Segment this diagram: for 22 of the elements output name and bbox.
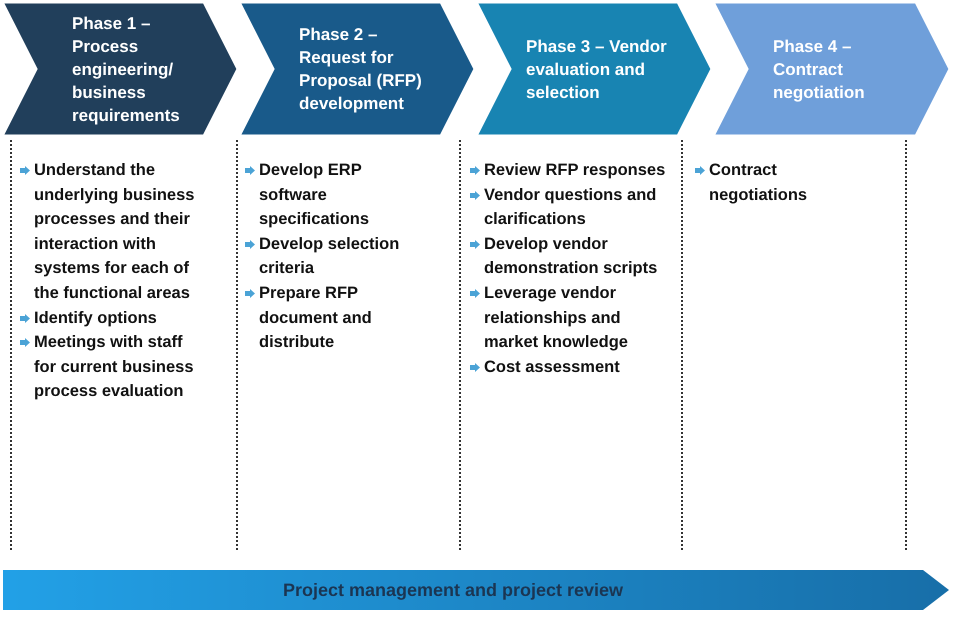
- bullet-text: Review RFP responses: [484, 161, 666, 179]
- phase-title: Phase 4 – Contract negotiation: [773, 36, 866, 104]
- phase-title: Phase 1 – Process engineering/ business requirements: [72, 12, 181, 126]
- phase-header: [713, 2, 950, 136]
- bullet-text: Leverage vendor relationships and market knowledge: [484, 284, 628, 352]
- phase-header: [476, 2, 712, 136]
- bullet-text: Vendor questions and clarifications: [484, 186, 656, 228]
- bullet-text: Identify options: [34, 308, 157, 327]
- phase-header: [2, 2, 238, 136]
- band-title: Project management and project review: [282, 580, 624, 600]
- phase-header: [239, 2, 475, 136]
- bullet-text: Prepare RFP document and distribute: [259, 284, 372, 352]
- timeline-arrow-band: [3, 570, 951, 610]
- bullet-text: Develop vendor demonstration scripts: [484, 234, 658, 278]
- bullet-text: Meetings with staff for current business process evaluation: [34, 333, 194, 400]
- phase-title: Phase 3 – Vendor evaluation and selection: [526, 36, 668, 104]
- bullet-text: Develop ERP software specifications: [259, 161, 370, 228]
- bullet-text: Develop selection criteria: [259, 234, 400, 278]
- bullet-text: Contract negotiations: [709, 161, 808, 204]
- bullet-text: Understand the underlying business processes and their interaction with systems for each of the functional areas: [34, 161, 194, 302]
- phase-title: Phase 2 – Request for Proposal (RFP) development: [299, 24, 423, 115]
- bullet-text: Cost assessment: [484, 358, 620, 376]
